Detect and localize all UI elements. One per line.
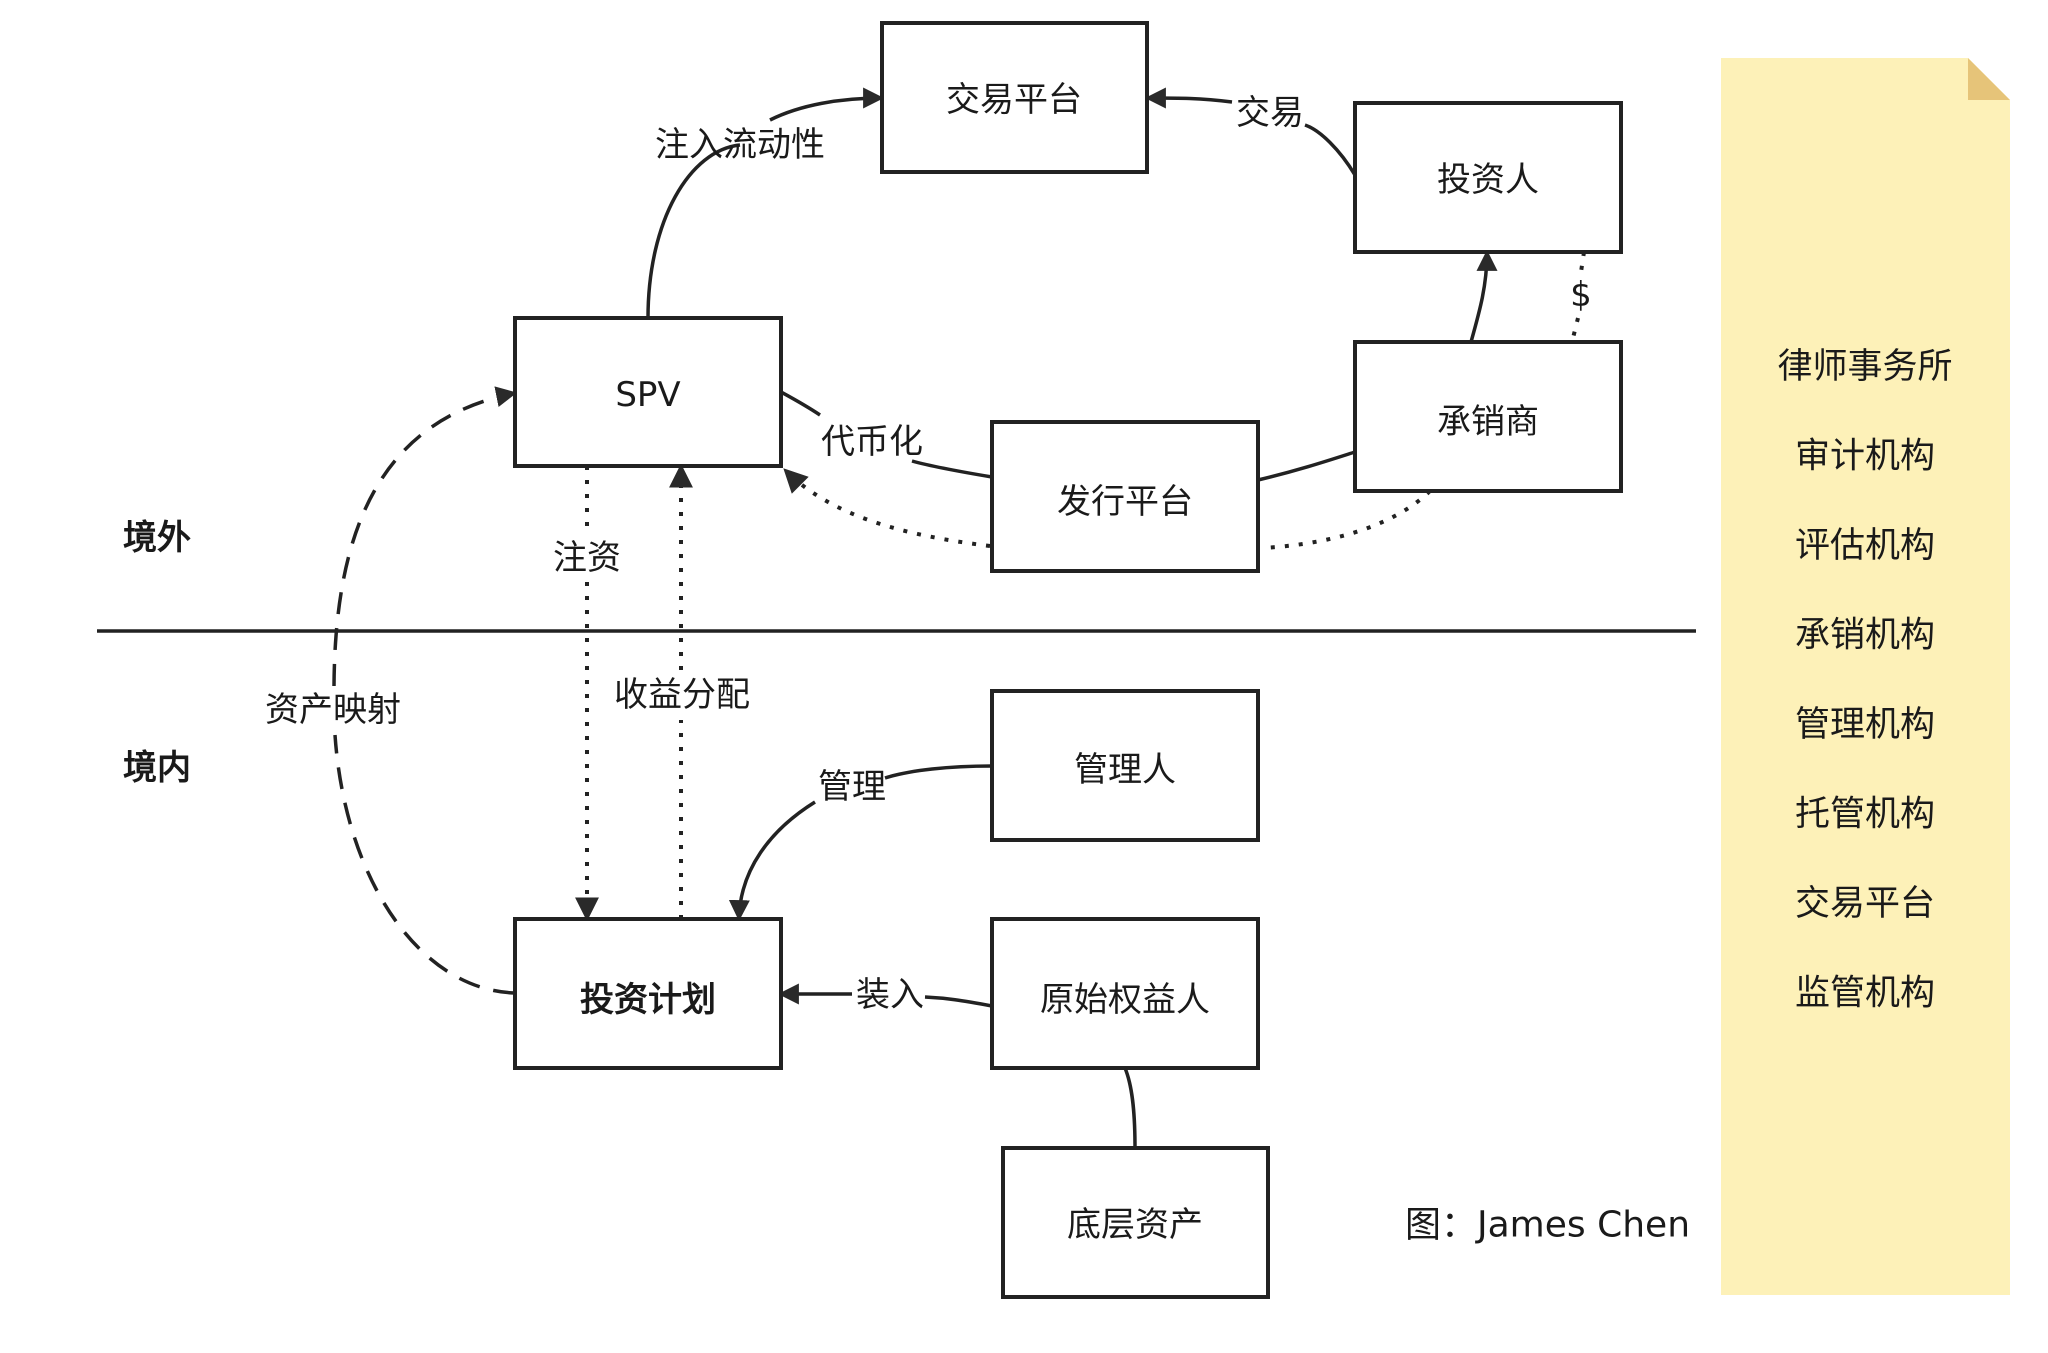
sticky-note-item: 交易平台: [1795, 884, 1935, 924]
node-underwriter[interactable]: 承销商: [1353, 340, 1623, 493]
edge-load-right: [924, 995, 993, 1008]
node-label: 投资计划: [580, 980, 716, 1020]
edge-inject-liquidity-arrow: [769, 87, 885, 122]
node-investor[interactable]: 投资人: [1353, 101, 1623, 254]
sticky-note-item: 管理机构: [1795, 705, 1935, 745]
edge-asset-mapping-lower: [333, 734, 516, 995]
sticky-note-item: 托管机构: [1795, 795, 1935, 835]
edge-label-manage: 管理: [818, 767, 886, 807]
node-investment-plan[interactable]: 投资计划: [513, 917, 783, 1070]
node-issuance-platform[interactable]: 发行平台: [990, 420, 1260, 573]
edge-inject-liquidity-lower: [646, 143, 741, 319]
edge-trade-lower: [1304, 123, 1357, 176]
edge-label-inject-liquidity: 注入流动性: [655, 125, 825, 165]
node-label: 原始权益人: [1040, 980, 1210, 1020]
node-label: 承销商: [1437, 402, 1539, 442]
edge-trade-arrow: [1144, 87, 1233, 109]
edge-manage-lower: [728, 800, 816, 922]
node-label: 发行平台: [1057, 482, 1193, 522]
node-label: 底层资产: [1067, 1205, 1203, 1245]
sticky-note-body: [1721, 58, 2010, 1295]
node-trading-platform[interactable]: 交易平台: [880, 21, 1149, 174]
edge-dollar-upper: [1579, 251, 1586, 273]
edge-dotted-issuance-to-spv: [783, 468, 991, 548]
edge-label-tokenize: 代币化: [821, 422, 923, 462]
edge-label-asset-mapping: 资产映射: [265, 690, 401, 730]
edge-underwriter-to-investor: [1469, 249, 1498, 343]
node-label: 投资人: [1437, 160, 1539, 200]
node-label: 管理人: [1074, 750, 1176, 790]
node-underlying-assets[interactable]: 底层资产: [1001, 1146, 1270, 1299]
edge-label-load-in: 装入: [856, 975, 924, 1015]
sticky-note-item: 律师事务所: [1777, 347, 1952, 387]
edge-label-capital-injection: 注资: [553, 538, 621, 578]
edge-originator-to-assets: [1123, 1067, 1137, 1149]
region-label-offshore: 境外: [123, 518, 191, 558]
figure-credit: 图：James Chen: [1405, 1205, 1690, 1246]
sticky-note-item: 监管机构: [1795, 974, 1935, 1014]
edge-label-dollar: $: [1570, 275, 1592, 315]
edge-issuance-to-underwriter: [1257, 450, 1356, 482]
node-manager[interactable]: 管理人: [990, 689, 1260, 842]
sticky-note-item: 评估机构: [1795, 526, 1935, 566]
node-originator[interactable]: 原始权益人: [990, 917, 1260, 1070]
edge-dollar-lower: [1570, 317, 1580, 343]
edge-label-trade: 交易: [1236, 93, 1304, 133]
region-label-onshore: 境内: [123, 748, 191, 788]
edge-tokenize-left: [780, 390, 821, 417]
edge-dotted-underwriter-issuance: [1261, 489, 1432, 550]
sticky-note-item: 承销机构: [1795, 616, 1935, 656]
edge-manage-upper: [884, 764, 993, 780]
edge-tokenize-right: [911, 459, 993, 479]
edge-asset-mapping-upper: [332, 386, 518, 687]
node-label: 交易平台: [946, 80, 1082, 120]
edge-label-profit-distribution: 收益分配: [614, 675, 750, 715]
node-label: SPV: [615, 375, 680, 415]
sticky-note-fold-icon: [1968, 58, 2010, 100]
sticky-note-item: 审计机构: [1795, 437, 1935, 477]
node-spv[interactable]: SPV: [513, 316, 783, 468]
